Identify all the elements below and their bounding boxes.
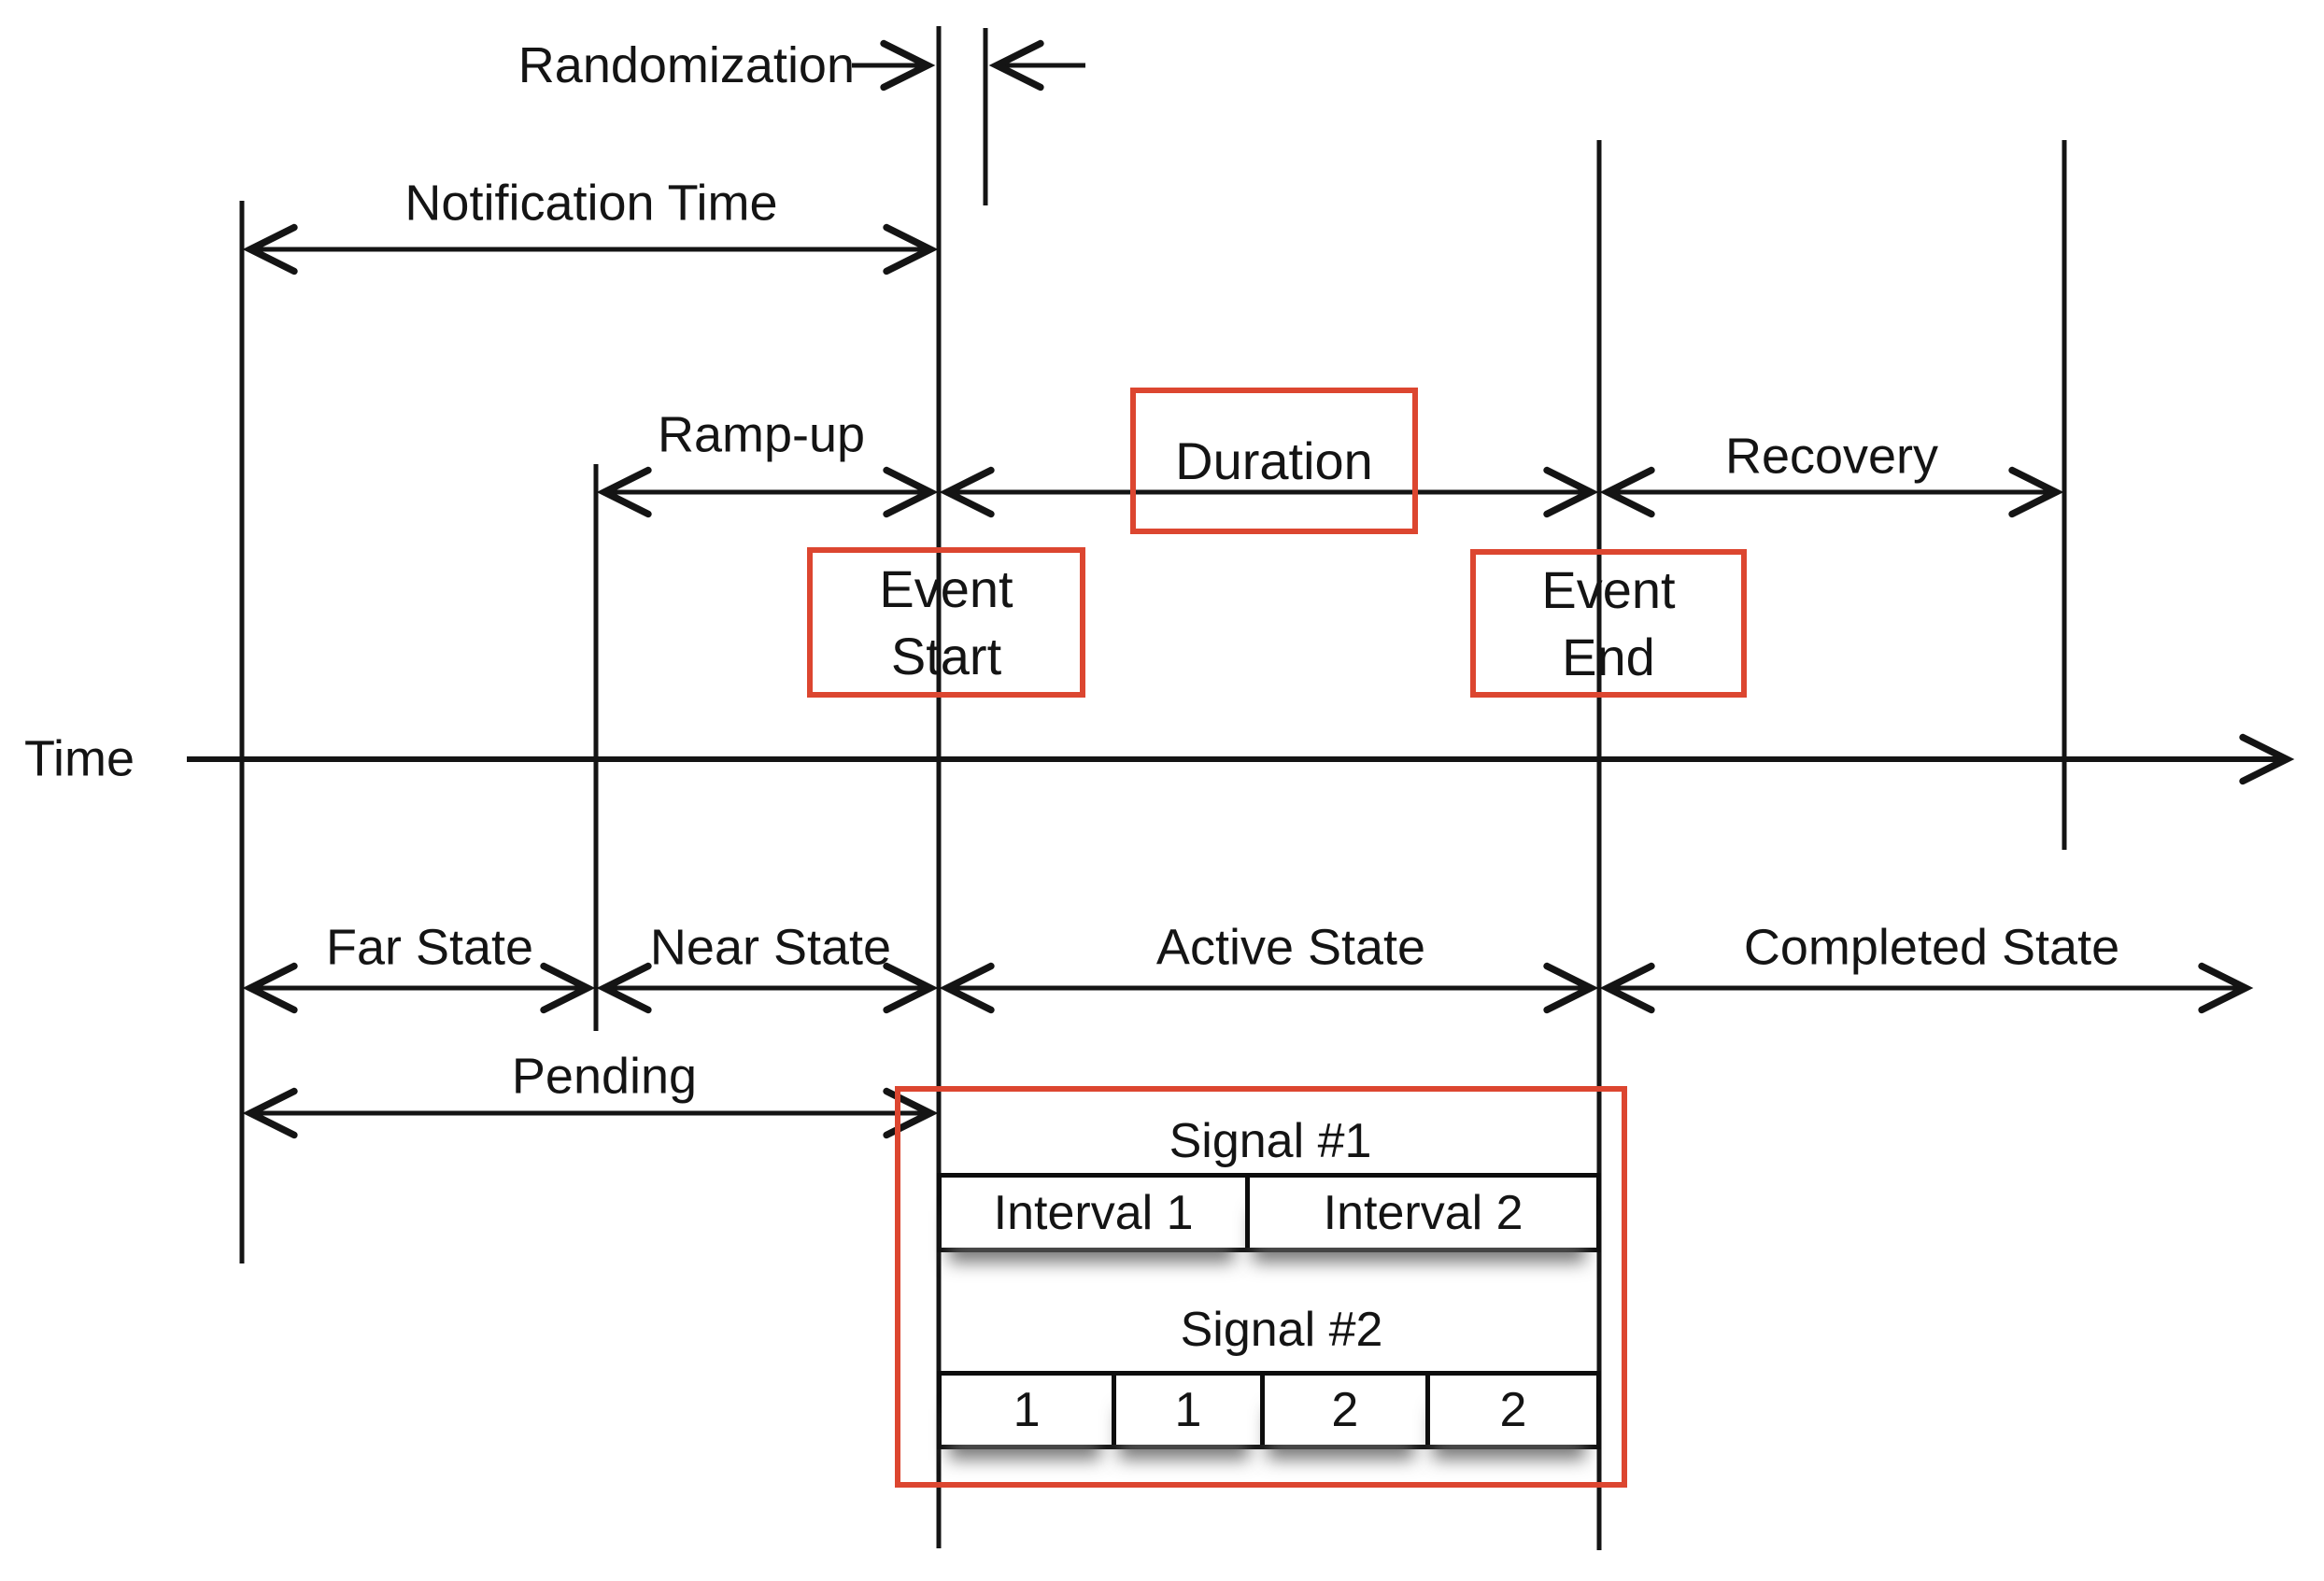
notification-time-label: Notification Time [404,175,778,232]
event-start-callout-box: Event Start [807,547,1085,698]
signal2-title: Signal #2 [1180,1303,1383,1357]
completed-state-label: Completed State [1743,919,2120,976]
pending-label: Pending [511,1048,698,1105]
event-end-callout-box: Event End [1470,549,1747,698]
signal2-interval-row: 1 1 2 2 [937,1371,1601,1449]
signal2-cell-2: 1 [1112,1376,1260,1445]
time-axis-label: Time [24,730,135,787]
signal2-cell-3: 2 [1259,1376,1426,1445]
signal2-cell-4: 2 [1425,1376,1596,1445]
randomization-label: Randomization [517,37,855,93]
recovery-label: Recovery [1724,428,1939,485]
active-state-label: Active State [1155,919,1426,976]
near-state-label: Near State [649,919,892,976]
event-start-label-line2: Start [890,626,1002,685]
ramp-up-label: Ramp-up [657,406,866,463]
duration-callout-box: Duration [1130,388,1418,534]
far-state-label: Far State [325,919,534,976]
duration-label: Duration [1175,431,1373,490]
event-start-label-line1: Event [879,558,1013,618]
signal1-interval-row: Interval 1 Interval 2 [937,1173,1601,1252]
signal2-cell-1: 1 [942,1376,1112,1445]
signal-region-callout-box [895,1086,1627,1488]
event-end-label-line1: Event [1541,559,1676,619]
signal1-title: Signal #1 [1169,1114,1372,1168]
signal1-interval-2-cell: Interval 2 [1245,1178,1596,1248]
event-end-label-line2: End [1562,627,1655,686]
signal1-interval-1-cell: Interval 1 [942,1178,1246,1248]
